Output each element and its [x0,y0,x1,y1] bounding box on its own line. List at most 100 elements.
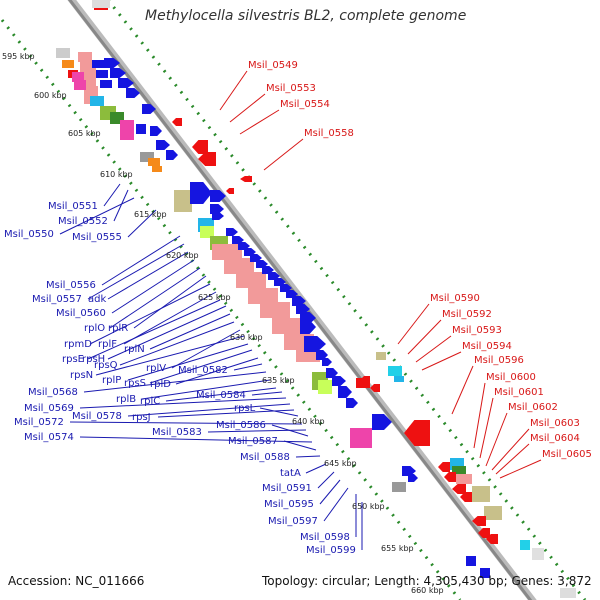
forward-gene-arrow [156,140,170,150]
leader-line-reverse [229,93,266,123]
leader-line-forward [89,283,211,345]
leader-line-forward [69,421,303,425]
gene-block [466,556,476,566]
leader-line-reverse [451,365,474,415]
gene-label-reverse: Msil_0601 [494,387,544,398]
reverse-gene-arrow [404,420,430,446]
gene-label-reverse: Msil_0594 [462,341,512,352]
gene-block [120,120,134,140]
gene-label-forward: rplP [102,375,121,386]
gene-block [136,124,146,134]
gene-block [174,190,192,212]
gene-label-reverse: Msil_0592 [442,309,492,320]
leader-line-reverse [485,412,508,467]
forward-gene-arrow [150,126,162,136]
forward-gene-arrow [118,78,134,88]
leader-line-forward [171,329,241,369]
leader-line-forward [319,479,341,505]
reverse-gene-arrow [460,492,472,502]
forward-gene-arrow [126,88,140,98]
gene-label-forward: rpsE [62,354,84,365]
leader-line-forward [149,349,253,384]
gene-label-reverse: Msil_0549 [248,60,298,71]
gene-label-reverse: Msil_0600 [486,372,536,383]
leader-line-forward [123,291,217,345]
scale-label: 635 kbp [262,376,295,385]
gene-label-forward: rpsJ [132,412,151,423]
reverse-gene-arrow [370,384,380,392]
leader-line-reverse [397,303,430,345]
forward-gene-arrow [408,474,418,482]
reverse-gene-arrow [444,472,456,482]
gene-label-forward: Msil_0556 [46,280,96,291]
gene-label-reverse: Msil_0603 [530,418,580,429]
genome-title: Methylocella silvestris BL2, complete ge… [145,8,467,24]
gene-label-forward: Msil_0557 [32,294,82,305]
leader-line-reverse [491,428,530,471]
leader-line-forward [149,313,231,350]
leader-line-forward [165,387,277,402]
forward-gene-arrow [322,358,332,366]
gene-block [56,48,70,58]
gene-block [560,588,576,598]
reverse-gene-arrow [472,516,486,526]
forward-gene-arrow [326,368,338,378]
forward-gene-arrow [110,68,126,78]
leader-line-reverse [415,335,452,363]
forward-gene-arrow [210,204,224,214]
forward-gene-arrow [338,386,352,398]
gene-block [376,352,386,360]
gene-label-forward: Msil_0586 [216,420,266,431]
leader-line-forward [259,407,299,417]
gene-label-reverse: Msil_0558 [304,128,354,139]
gene-block [248,288,278,304]
genome-summary-text: Topology: circular; Length: 4,305,430 bp… [262,574,592,588]
gene-label-forward: Msil_0588 [240,452,290,463]
leader-line-forward [251,391,283,396]
gene-block [520,540,530,550]
scale-label: 630 kbp [230,333,263,342]
gene-label-forward: rpmD [64,339,92,350]
leader-line-reverse [219,70,248,111]
gene-block [62,60,74,68]
forward-gene-arrow [166,150,178,160]
leader-line-reverse [499,459,542,479]
gene-block [152,166,162,172]
scale-label: 655 kbp [381,544,414,553]
gene-block [140,152,154,162]
leader-line-reverse [479,397,494,459]
gene-label-forward: Msil_0550 [4,229,54,240]
gene-block [484,506,502,520]
leader-line-forward [271,424,309,437]
forward-gene-arrow [372,414,392,430]
gene-label-forward: tatA [280,468,301,479]
scale-label: 640 kbp [292,417,325,426]
forward-gene-arrow [346,398,358,408]
reverse-gene-arrow [226,188,234,194]
leader-line-forward [95,335,245,376]
leader-line-forward [175,357,259,385]
forward-gene-arrow [104,58,120,68]
gene-block [92,0,110,8]
scale-label: 600 kbp [34,91,67,100]
forward-gene-arrow [402,466,416,476]
leader-line-reverse [263,138,304,171]
reverse-gene-arrow [452,484,466,494]
scale-label: 625 kbp [198,293,231,302]
gene-label-forward: rplV [146,363,166,374]
leader-line-forward [323,487,349,522]
gene-label-reverse: Msil_0605 [542,449,592,460]
forward-gene-arrow [296,304,310,314]
gene-block [78,52,92,62]
leader-line-forward [109,267,201,329]
forward-gene-arrow [332,376,346,386]
gene-block [100,80,112,88]
scale-label: 610 kbp [100,170,133,179]
leader-line-forward [87,299,221,360]
gene-label-reverse: Msil_0553 [266,83,316,94]
gene-label-forward: Msil_0560 [56,308,106,319]
